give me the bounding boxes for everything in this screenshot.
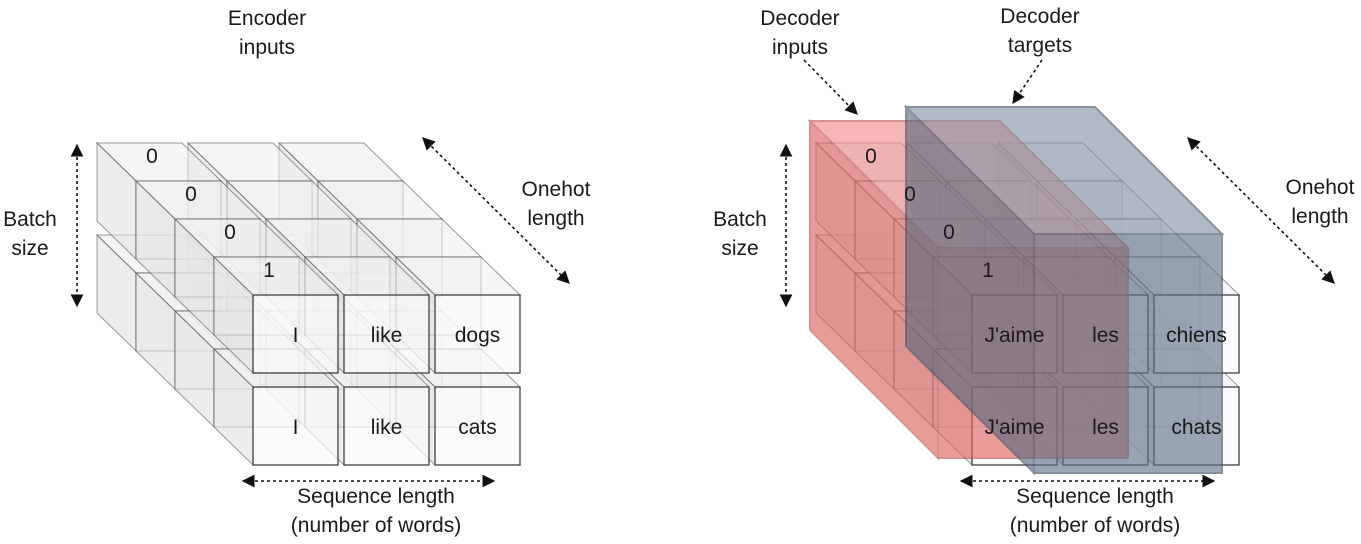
onehot-length-label-line1: Onehot	[522, 178, 591, 201]
left-word-row0-col0: I	[293, 324, 299, 347]
left-cube-layer3-row1-col0	[212, 347, 340, 467]
right-onehot-value-3: 1	[982, 259, 994, 282]
decoder-targets-title-line1: Decoder	[1000, 5, 1079, 28]
onehot-length-label-right-line1: Onehot	[1286, 176, 1355, 199]
left-front-face-row1-col1	[343, 386, 430, 466]
sequence-length-label-right-line2: (number of words)	[1010, 514, 1180, 537]
batch-size-label-right-line1: Batch	[713, 208, 767, 231]
sequence-length-label-line1: Sequence length	[297, 485, 455, 508]
decoder-targets-pointer-arrow	[1012, 59, 1043, 105]
left-onehot-value-0: 0	[146, 145, 158, 168]
left-word-row0-col1: like	[371, 324, 403, 347]
left-word-row1-col0: I	[293, 416, 299, 439]
left-onehot-value-2: 0	[224, 221, 236, 244]
left-word-row0-col2: dogs	[455, 324, 501, 347]
left-front-face-row1-col0	[252, 386, 339, 466]
decoder-inputs-pointer-arrow	[803, 59, 858, 115]
left-front-face-row0-col0	[252, 294, 339, 374]
decoder-inputs-title-line1: Decoder	[760, 7, 839, 30]
right-word-row0-col2: chiens	[1166, 324, 1227, 347]
encoder-inputs-title-line2: inputs	[239, 36, 295, 59]
sequence-length-label-line2: (number of words)	[291, 514, 461, 537]
left-front-face-row0-col2	[434, 294, 521, 374]
left-onehot-value-1: 0	[185, 183, 197, 206]
onehot-length-arrow	[422, 137, 570, 284]
right-word-row1-col0: J'aime	[984, 416, 1044, 439]
left-front-face-row0-col1	[343, 294, 430, 374]
batch-size-label-line2: size	[11, 237, 48, 260]
right-word-row0-col0: J'aime	[984, 324, 1044, 347]
left-word-row1-col2: cats	[458, 416, 497, 439]
left-word-row1-col1: like	[371, 416, 403, 439]
right-onehot-value-1: 0	[904, 183, 916, 206]
onehot-length-label-line2: length	[527, 207, 584, 230]
left-front-face-row1-col2	[434, 386, 521, 466]
decoder-inputs-title-line2: inputs	[772, 36, 828, 59]
right-onehot-value-2: 0	[943, 221, 955, 244]
onehot-length-arrow-right	[1187, 137, 1335, 284]
right-word-row1-col2: chats	[1171, 416, 1221, 439]
onehot-length-label-right-line2: length	[1291, 205, 1348, 228]
sequence-length-label-right-line1: Sequence length	[1016, 485, 1174, 508]
decoder-targets-title-line2: targets	[1008, 34, 1072, 57]
left-onehot-value-3: 1	[263, 259, 275, 282]
right-word-row0-col1: les	[1092, 324, 1119, 347]
batch-size-label-right-line2: size	[721, 237, 758, 260]
right-word-row1-col1: les	[1092, 416, 1119, 439]
right-onehot-value-0: 0	[865, 145, 877, 168]
batch-size-label-line1: Batch	[3, 208, 57, 231]
encoder-inputs-title-line1: Encoder	[228, 7, 306, 30]
